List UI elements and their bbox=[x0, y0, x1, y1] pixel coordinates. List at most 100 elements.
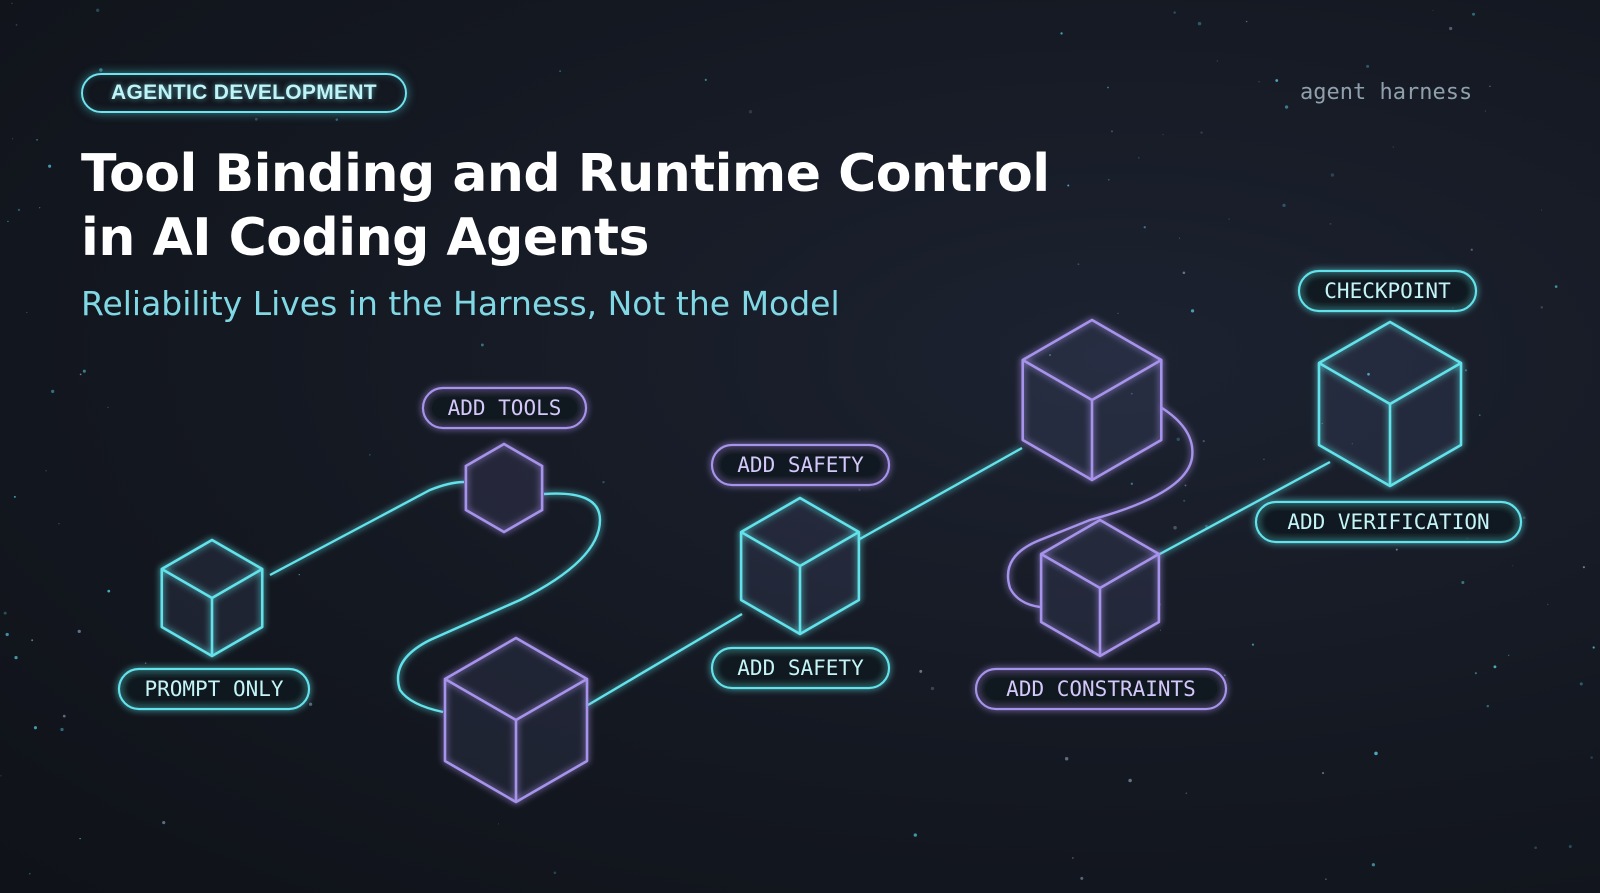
star-dot bbox=[1182, 271, 1186, 275]
star-dot bbox=[930, 686, 935, 691]
star-dot bbox=[51, 389, 55, 393]
star-dot bbox=[1183, 499, 1186, 502]
star-dot bbox=[48, 164, 52, 168]
star-dot bbox=[1392, 146, 1394, 148]
star-dot bbox=[14, 656, 18, 660]
cube-prompt-only bbox=[160, 538, 264, 658]
star-dot bbox=[5, 632, 9, 637]
stage-label-text: ADD SAFETY bbox=[737, 656, 864, 680]
star-dot bbox=[1128, 778, 1132, 783]
star-dot bbox=[33, 726, 37, 730]
star-dot bbox=[1258, 81, 1260, 83]
star-dot bbox=[162, 821, 166, 825]
star-dot bbox=[1138, 157, 1140, 159]
stage-label-text: ADD CONSTRAINTS bbox=[1006, 677, 1196, 701]
star-dot bbox=[1374, 751, 1378, 756]
star-dot bbox=[1554, 285, 1558, 288]
star-dot bbox=[1162, 134, 1164, 136]
star-dot bbox=[1464, 369, 1468, 372]
star-dot bbox=[1329, 222, 1332, 225]
star-dot bbox=[1282, 203, 1286, 208]
star-dot bbox=[36, 138, 38, 141]
stage-label-text: CHECKPOINT bbox=[1324, 279, 1451, 303]
star-dot bbox=[1534, 846, 1538, 850]
star-dot bbox=[1190, 309, 1195, 313]
star-dot bbox=[1568, 845, 1572, 849]
star-dot bbox=[1072, 857, 1074, 859]
star-dot bbox=[1371, 863, 1376, 867]
star-dot bbox=[748, 110, 753, 114]
star-dot bbox=[1493, 665, 1497, 669]
stage-cubes bbox=[160, 318, 1463, 804]
star-dot bbox=[497, 823, 499, 825]
star-dot bbox=[1330, 173, 1335, 177]
connector-mid-safety bbox=[587, 612, 743, 707]
page-title: Tool Binding and Runtime Control in AI C… bbox=[81, 142, 1081, 270]
star-dot bbox=[1472, 12, 1476, 16]
star-dot bbox=[82, 369, 86, 373]
star-dot bbox=[79, 837, 81, 840]
connector-tools-loop bbox=[396, 492, 602, 714]
star-dot bbox=[1395, 548, 1398, 551]
star-dot bbox=[1582, 566, 1585, 569]
star-dot bbox=[28, 872, 31, 875]
star-dot bbox=[0, 775, 2, 777]
star-dot bbox=[1547, 603, 1549, 606]
stage-label-2: ADD SAFETY bbox=[710, 443, 891, 487]
star-dot bbox=[144, 662, 147, 664]
star-dot bbox=[1275, 79, 1279, 82]
star-dot bbox=[1486, 704, 1490, 708]
star-dot bbox=[12, 138, 14, 140]
star-dot bbox=[1067, 184, 1070, 187]
star-dot bbox=[1590, 756, 1593, 759]
star-dot bbox=[1449, 26, 1453, 31]
star-dot bbox=[1176, 437, 1180, 441]
stage-label-text: ADD VERIFICATION bbox=[1287, 510, 1489, 534]
star-dot bbox=[480, 343, 484, 347]
star-dot bbox=[1245, 20, 1248, 23]
star-dot bbox=[26, 311, 28, 314]
title-line-2: in AI Coding Agents bbox=[81, 208, 649, 268]
stage-label-text: PROMPT ONLY bbox=[144, 677, 283, 701]
stage-label-6: ADD VERIFICATION bbox=[1254, 500, 1523, 544]
page-subtitle: Reliability Lives in the Harness, Not th… bbox=[81, 284, 840, 323]
star-dot bbox=[45, 470, 47, 472]
stage-label-3: ADD SAFETY bbox=[710, 646, 891, 690]
connector-safety-big bbox=[857, 446, 1023, 542]
star-dot bbox=[17, 208, 21, 212]
star-dot bbox=[1432, 9, 1434, 11]
connector-prompt-tools bbox=[269, 480, 465, 577]
star-dot bbox=[1489, 85, 1491, 87]
title-line-1: Tool Binding and Runtime Control bbox=[81, 144, 1050, 204]
star-dot bbox=[858, 488, 861, 491]
star-dot bbox=[1511, 565, 1514, 567]
stage-label-0: PROMPT ONLY bbox=[117, 667, 311, 711]
star-dot bbox=[369, 454, 371, 456]
star-dot bbox=[1478, 414, 1481, 416]
star-dot bbox=[1200, 131, 1203, 134]
connector-big-loop bbox=[1006, 406, 1194, 609]
star-dot bbox=[1540, 209, 1543, 211]
star-dot bbox=[58, 523, 60, 525]
star-dot bbox=[1474, 672, 1477, 675]
star-dot bbox=[60, 727, 64, 732]
star-dot bbox=[107, 406, 109, 409]
star-dot bbox=[31, 639, 34, 642]
star-dot bbox=[335, 118, 339, 121]
stage-label-5: CHECKPOINT bbox=[1297, 269, 1478, 313]
star-dot bbox=[1470, 248, 1473, 251]
star-dot bbox=[13, 495, 16, 498]
stage-label-text: ADD SAFETY bbox=[737, 453, 864, 477]
star-dot bbox=[1579, 682, 1583, 686]
star-dot bbox=[1173, 11, 1176, 14]
star-dot bbox=[1130, 482, 1133, 485]
cube-tools-large bbox=[443, 636, 589, 804]
star-dot bbox=[1184, 484, 1187, 487]
cube-constraints bbox=[1039, 518, 1161, 658]
star-dot bbox=[1143, 226, 1146, 229]
star-dot bbox=[1366, 64, 1370, 68]
star-dot bbox=[1060, 32, 1063, 35]
star-dot bbox=[1508, 654, 1510, 656]
star-dot bbox=[7, 220, 9, 223]
